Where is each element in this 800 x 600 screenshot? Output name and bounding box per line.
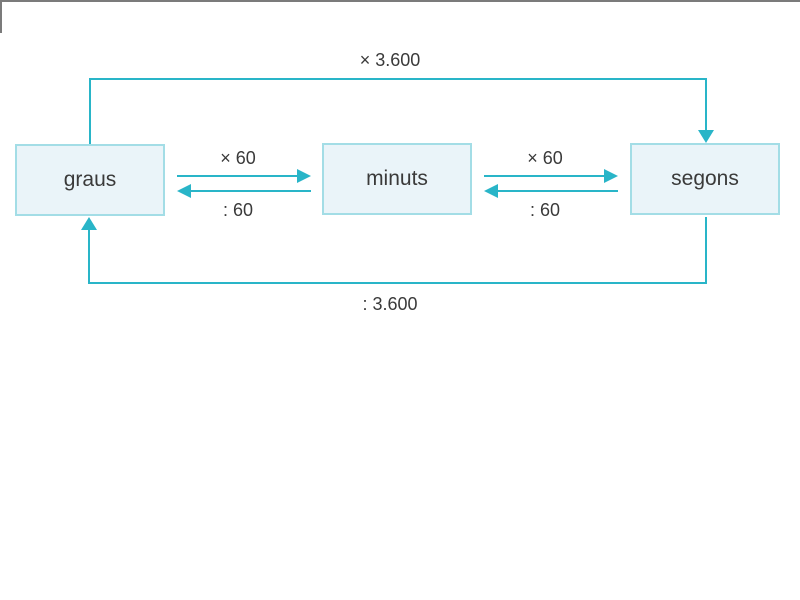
label-segons-to-minuts-divide: : 60 — [529, 200, 561, 220]
arrow-minuts-to-segons-line — [484, 175, 605, 177]
arrow-minuts-to-graus-line — [190, 190, 311, 192]
box-segons-label: segons — [671, 167, 739, 190]
box-segons: segons — [630, 143, 780, 215]
box-minuts: minuts — [322, 143, 472, 215]
bottom-loop-right-vertical-line — [705, 217, 707, 283]
bottom-loop-horizontal-line — [88, 282, 707, 284]
arrow-segons-to-minuts-line — [497, 190, 618, 192]
box-minuts-label: minuts — [366, 167, 428, 190]
frame-left-edge — [0, 0, 2, 33]
box-graus-label: graus — [63, 168, 117, 191]
arrowhead-right-icon — [604, 169, 618, 183]
arrowhead-left-icon — [484, 184, 498, 198]
label-divide-3600: : 3.600 — [362, 294, 418, 314]
box-graus: graus — [15, 144, 165, 216]
top-loop-right-vertical-line — [705, 79, 707, 131]
label-graus-to-minuts-multiply: × 60 — [220, 148, 256, 168]
arrowhead-right-icon — [297, 169, 311, 183]
arrowhead-left-icon — [177, 184, 191, 198]
label-multiply-3600: × 3.600 — [359, 50, 421, 70]
arrow-graus-to-minuts-line — [177, 175, 298, 177]
arrowhead-up-icon — [81, 217, 97, 230]
bottom-loop-left-vertical-line — [88, 230, 90, 283]
top-loop-left-vertical-line — [89, 79, 91, 144]
top-loop-horizontal-line — [89, 78, 707, 80]
arrowhead-down-icon — [698, 130, 714, 143]
label-minuts-to-segons-multiply: × 60 — [527, 148, 563, 168]
label-minuts-to-graus-divide: : 60 — [222, 200, 254, 220]
frame-top-edge — [0, 0, 800, 2]
